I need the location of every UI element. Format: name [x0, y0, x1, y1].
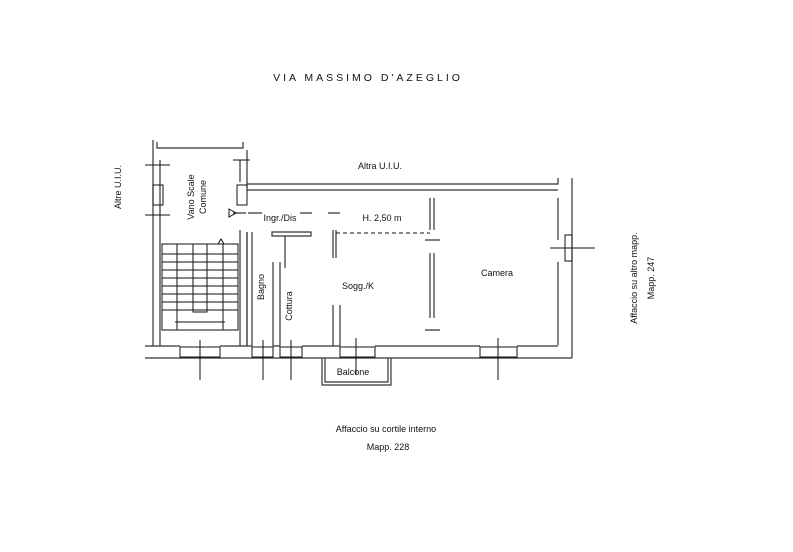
label-mapp-247: Mapp. 247 [646, 257, 656, 300]
label-affaccio-bottom: Affaccio su cortile interno [336, 424, 436, 434]
label-vano-scale: Vano Scale [186, 174, 196, 219]
label-vano-scale-comune: Comune [198, 180, 208, 214]
label-height: H. 2,50 m [362, 213, 401, 223]
label-altra-uiu: Altra U.I.U. [358, 161, 402, 171]
label-cottura: Cottura [284, 291, 294, 321]
label-mapp-228: Mapp. 228 [367, 442, 410, 452]
label-soggiorno: Sogg./K [342, 281, 374, 291]
label-bagno: Bagno [256, 274, 266, 300]
label-altre-uiu: Altre U.I.U. [113, 165, 123, 209]
label-affaccio-right: Affaccio su altro mapp. [629, 232, 639, 323]
walls [145, 140, 595, 386]
street-title: VIA MASSIMO D'AZEGLIO [273, 72, 463, 84]
label-camera: Camera [481, 268, 513, 278]
label-balcone: Balcone [337, 367, 370, 377]
label-ingresso: Ingr./Dis [263, 213, 297, 223]
